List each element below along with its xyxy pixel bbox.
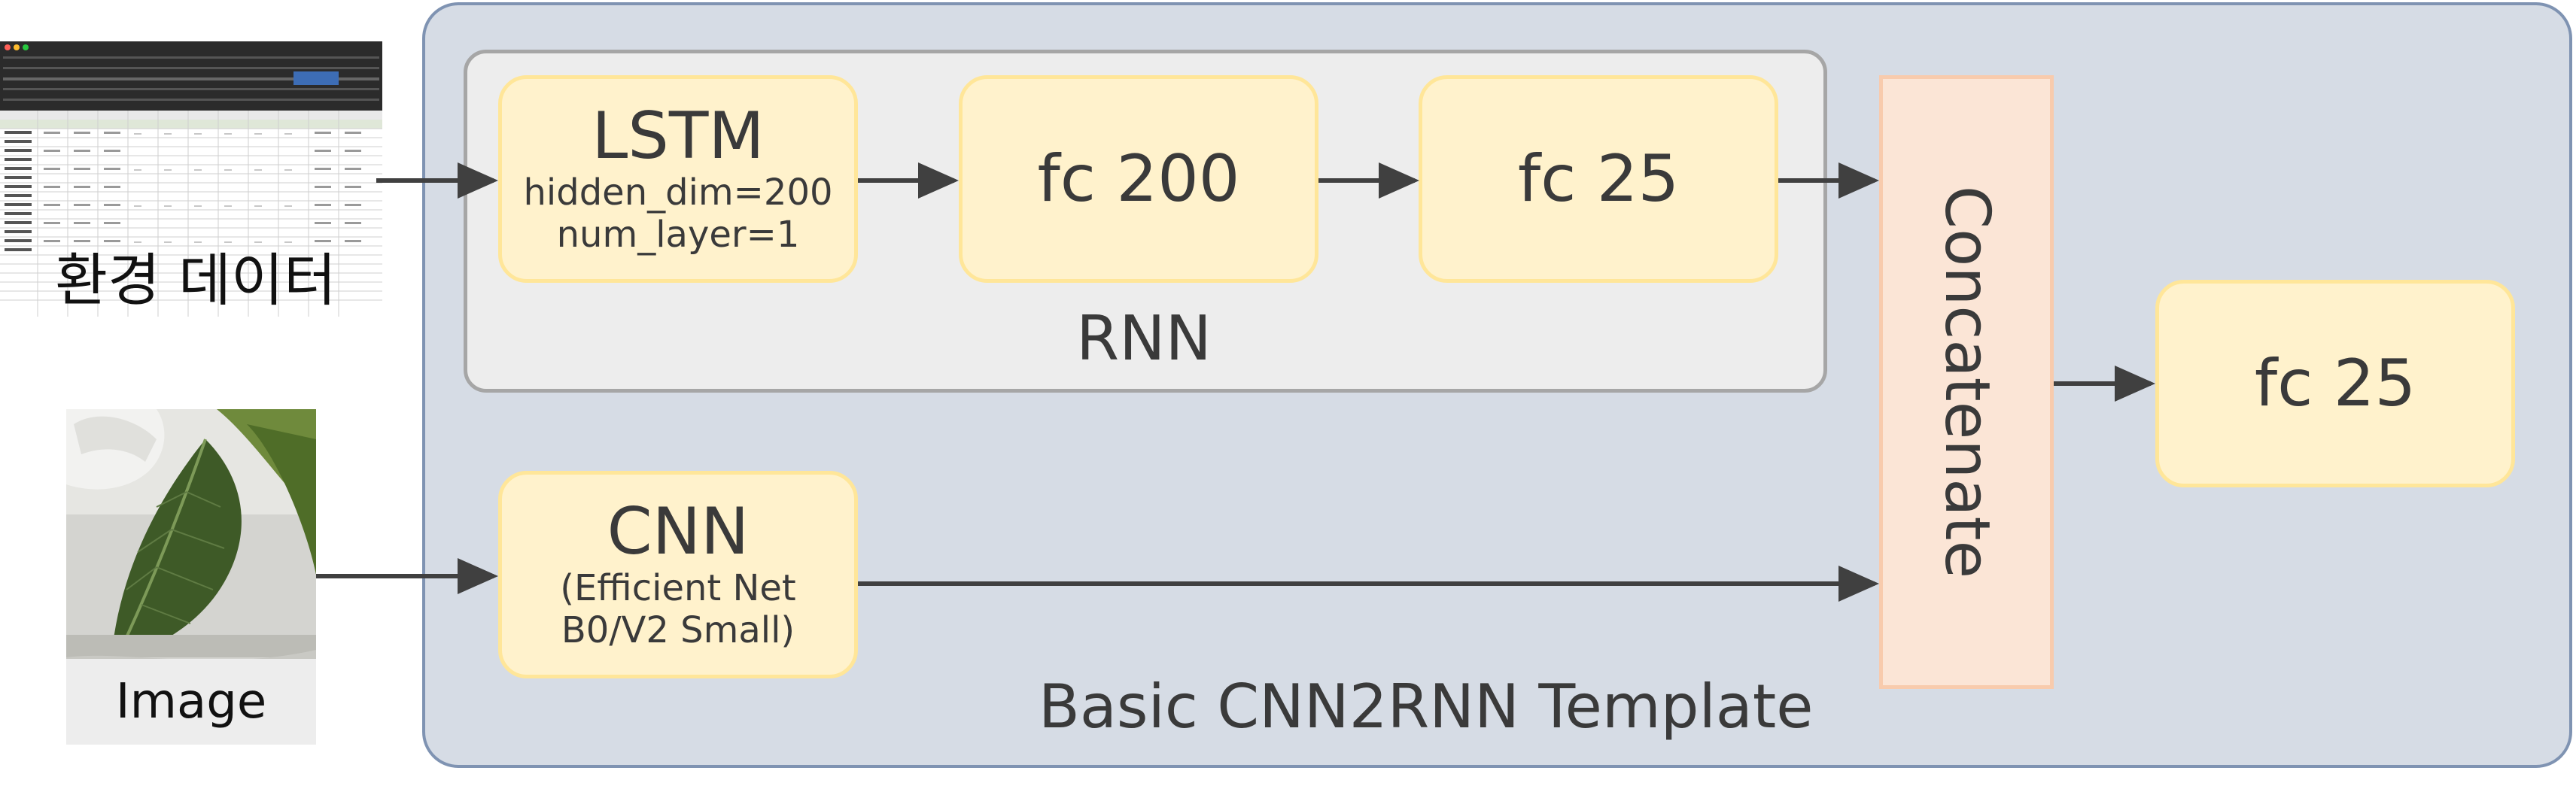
cnn-model-line2: B0/V2 Small)	[561, 609, 795, 652]
spreadsheet-thumbnail-icon	[0, 41, 382, 317]
environment-data-spreadsheet	[0, 41, 382, 317]
image-label: Image	[66, 659, 316, 745]
fc200-block: fc 200	[959, 75, 1318, 283]
rnn-fc25-title: fc 25	[1517, 141, 1680, 217]
lstm-num-layer: num_layer=1	[556, 214, 800, 256]
cnn-block: CNN (Efficient Net B0/V2 Small)	[498, 471, 858, 678]
environment-data-label: 환경 데이터	[55, 247, 336, 314]
lstm-hidden-dim: hidden_dim=200	[523, 171, 833, 214]
cnn-model-line1: (Efficient Net	[560, 566, 796, 609]
lstm-title: LSTM	[592, 98, 765, 174]
output-fc25-block: fc 25	[2155, 280, 2515, 487]
rnn-group-label: RNN	[1076, 303, 1212, 375]
template-title: Basic CNN2RNN Template	[1039, 672, 1814, 742]
lstm-block: LSTM hidden_dim=200 num_layer=1	[498, 75, 858, 283]
fc200-title: fc 200	[1037, 141, 1240, 217]
cnn-title: CNN	[607, 493, 750, 569]
concatenate-block	[1879, 75, 2054, 689]
rnn-fc25-block: fc 25	[1419, 75, 1778, 283]
output-fc25-title: fc 25	[2254, 345, 2416, 421]
